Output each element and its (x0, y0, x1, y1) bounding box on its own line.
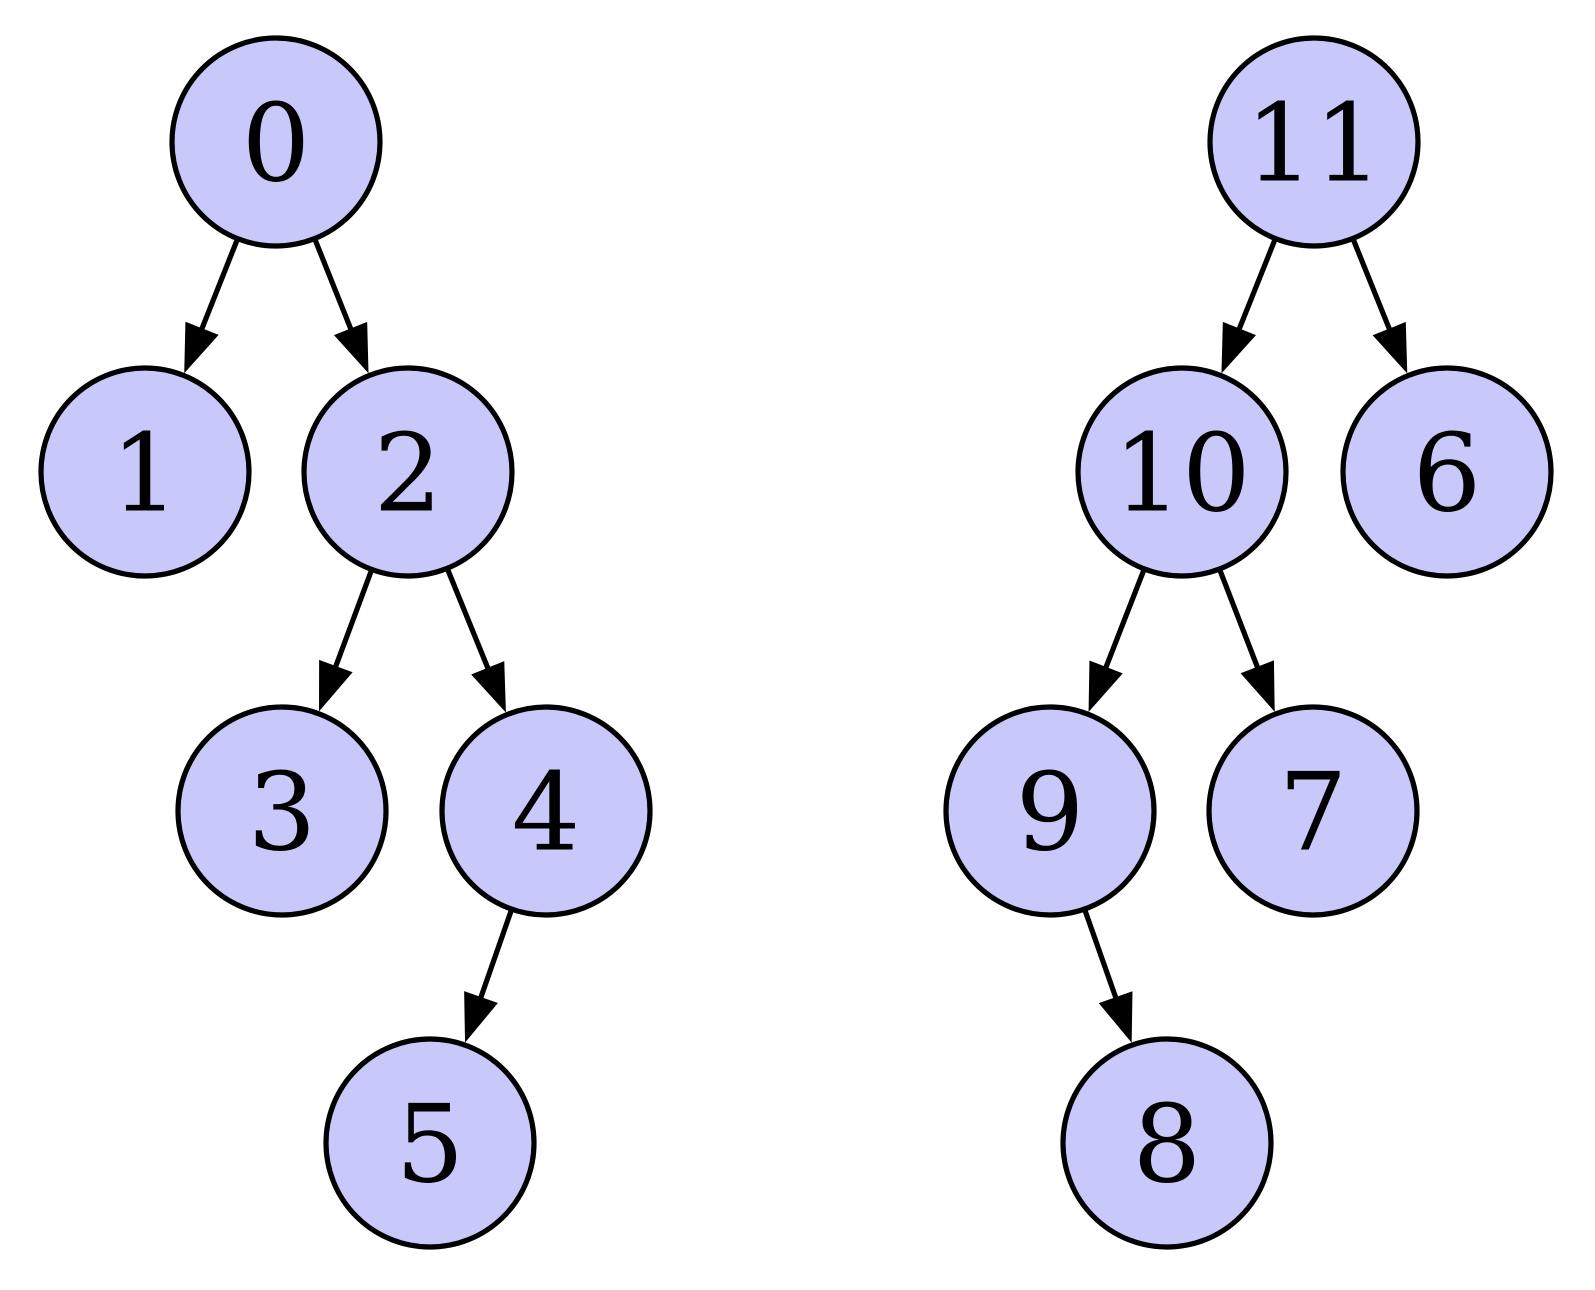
edge-line (444, 565, 495, 679)
edge-line (311, 235, 357, 340)
arrowhead-icon (319, 659, 353, 712)
node-label: 11 (1245, 82, 1382, 207)
graph-node-11[interactable]: 11 (1207, 35, 1421, 249)
nodes-layer: 0 1 2 3 4 5 6 7 8 9 10 11 (38, 35, 1554, 1250)
node-circle[interactable] (943, 704, 1157, 918)
graph-node-0[interactable]: 0 (169, 35, 383, 249)
node-label: 0 (242, 82, 311, 207)
edge-10-to-9 (1088, 566, 1148, 712)
node-label: 7 (1279, 751, 1348, 876)
node-circle[interactable] (1075, 365, 1289, 579)
edge-0-to-1 (184, 235, 241, 374)
graph-node-3[interactable]: 3 (175, 704, 389, 918)
graph-node-8[interactable]: 8 (1060, 1036, 1274, 1250)
edge-line (195, 235, 241, 340)
graph-node-9[interactable]: 9 (943, 704, 1157, 918)
node-circle[interactable] (169, 35, 383, 249)
node-circle[interactable] (1206, 704, 1420, 918)
arrowhead-icon (1088, 660, 1123, 712)
edge-line (1349, 235, 1396, 340)
edge-11-to-10 (1221, 235, 1279, 374)
edge-2-to-4 (444, 565, 506, 713)
edge-line (329, 566, 375, 677)
graph-node-6[interactable]: 6 (1340, 365, 1554, 579)
graph-node-2[interactable]: 2 (301, 365, 515, 579)
node-label: 4 (512, 751, 581, 876)
node-circle[interactable] (175, 704, 389, 918)
arrowhead-icon (471, 661, 506, 713)
node-label: 10 (1113, 412, 1250, 537)
edge-2-to-3 (319, 566, 375, 712)
edge-9-to-8 (1081, 906, 1133, 1043)
node-label: 2 (374, 412, 443, 537)
node-circle[interactable] (439, 704, 653, 918)
arrowhead-icon (1240, 660, 1275, 712)
node-circle[interactable] (1340, 365, 1554, 579)
node-circle[interactable] (1060, 1036, 1274, 1250)
edge-line (1216, 566, 1264, 678)
graph-node-10[interactable]: 10 (1075, 365, 1289, 579)
edges-layer (184, 235, 1408, 1043)
node-circle[interactable] (1207, 35, 1421, 249)
node-circle[interactable] (323, 1036, 537, 1250)
node-label: 3 (248, 751, 317, 876)
edge-11-to-6 (1349, 235, 1408, 374)
edge-0-to-2 (311, 235, 369, 374)
node-label: 1 (111, 412, 180, 537)
edge-4-to-5 (464, 906, 515, 1043)
graph-node-5[interactable]: 5 (323, 1036, 537, 1250)
node-label: 9 (1016, 751, 1085, 876)
node-label: 6 (1413, 412, 1482, 537)
arrowhead-icon (184, 321, 219, 374)
graph-node-4[interactable]: 4 (439, 704, 653, 918)
node-circle[interactable] (38, 365, 252, 579)
edge-10-to-7 (1216, 566, 1275, 712)
edge-line (1233, 235, 1279, 340)
arrowhead-icon (464, 991, 498, 1043)
arrowhead-icon (1098, 991, 1133, 1043)
arrowhead-icon (1221, 321, 1257, 374)
edge-line (475, 906, 515, 1008)
arrowhead-icon (333, 321, 369, 374)
edge-line (1081, 906, 1122, 1009)
node-label: 8 (1133, 1083, 1202, 1208)
node-circle[interactable] (301, 365, 515, 579)
graph-node-1[interactable]: 1 (38, 365, 252, 579)
node-label: 5 (396, 1083, 465, 1208)
edge-line (1099, 566, 1148, 678)
arrowhead-icon (1372, 321, 1408, 374)
graph-node-7[interactable]: 7 (1206, 704, 1420, 918)
